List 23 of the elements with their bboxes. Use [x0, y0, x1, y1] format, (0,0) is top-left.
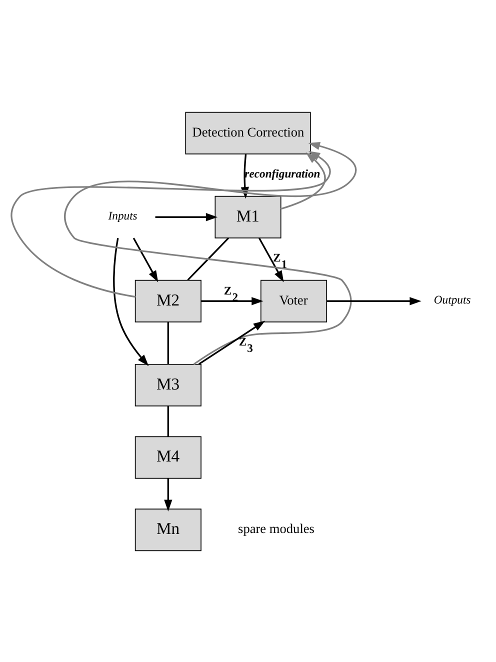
node-box: Detection Correction — [185, 111, 311, 154]
arrow — [164, 478, 172, 511]
label: spare modules — [238, 520, 314, 536]
node-box: M3 — [134, 363, 202, 406]
connector — [167, 406, 169, 436]
arrow — [132, 237, 158, 282]
arrow — [113, 238, 149, 366]
node-box: Voter — [260, 279, 328, 322]
node-box: M2 — [134, 279, 202, 322]
arrow — [326, 296, 422, 305]
node-text: Outputs — [434, 292, 471, 306]
arrow — [155, 212, 218, 221]
arrow — [201, 296, 264, 305]
arrow — [64, 142, 357, 365]
node-box: M4 — [134, 436, 202, 478]
node-text: Inputs — [108, 208, 138, 222]
node-box: M1 — [214, 195, 282, 238]
connector — [167, 322, 169, 364]
connector — [187, 237, 230, 280]
node-box: Mn — [134, 508, 202, 551]
arrow — [258, 237, 284, 282]
arrow — [198, 320, 266, 364]
arrow — [10, 150, 331, 298]
